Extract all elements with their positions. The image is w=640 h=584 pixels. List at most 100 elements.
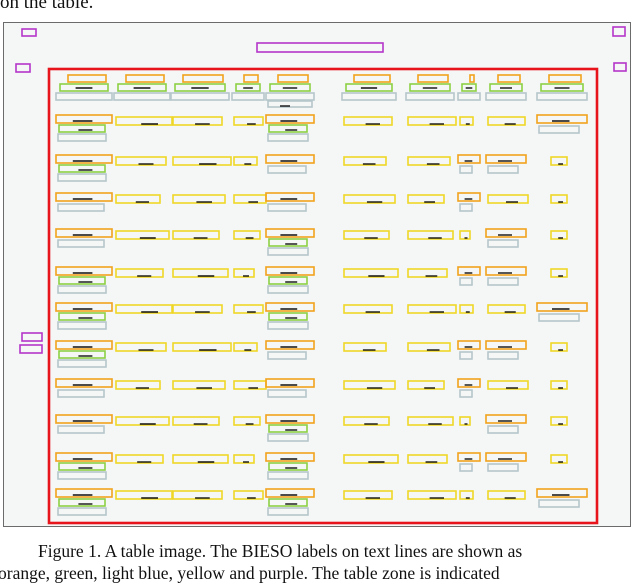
label-box-s [172, 268, 229, 278]
label-box-e [267, 285, 309, 294]
label-box-e [405, 92, 455, 101]
label-box-b [265, 192, 315, 202]
label-box-s [459, 416, 471, 426]
label-box-b [265, 414, 315, 424]
label-box-s [233, 342, 258, 352]
label-box-b [417, 74, 449, 83]
table-image [15, 26, 627, 525]
label-box-s [172, 116, 223, 126]
label-box-b [55, 266, 113, 276]
label-box-e [487, 277, 519, 286]
label-box-s [343, 194, 396, 204]
label-box-b [55, 488, 113, 498]
label-box-s [233, 490, 264, 500]
label-box-i [269, 83, 311, 92]
label-box-s [407, 268, 448, 278]
label-box-s [172, 380, 226, 390]
label-box-s [459, 490, 474, 500]
label-box-e [57, 507, 107, 516]
label-box-e [538, 125, 580, 134]
label-box-b [265, 488, 315, 498]
label-box-i [59, 83, 109, 92]
label-box-b [457, 192, 481, 202]
label-box-s [343, 490, 393, 500]
label-box-s [407, 454, 448, 464]
label-box-o [612, 26, 626, 37]
label-box-i [268, 312, 308, 321]
label-box-s [550, 454, 568, 464]
label-box-s [459, 230, 471, 240]
label-box-i [117, 83, 167, 92]
label-box-e [487, 351, 519, 360]
label-box-s [550, 268, 568, 278]
label-box-b [265, 228, 315, 238]
label-box-b [485, 266, 527, 276]
label-box-s [407, 156, 451, 166]
label-box-s [115, 194, 161, 204]
label-box-b [353, 74, 391, 83]
label-box-o [21, 28, 37, 37]
label-box-s [233, 156, 258, 166]
label-box-s [343, 116, 393, 126]
label-box-s [343, 268, 399, 278]
label-box-i [268, 238, 308, 247]
label-box-e [459, 203, 473, 212]
label-box-e [57, 389, 105, 398]
label-box-e [267, 203, 307, 212]
label-box-o [15, 63, 31, 73]
label-box-s [487, 194, 529, 204]
label-box-s [172, 342, 232, 352]
label-box-e [457, 92, 481, 101]
figure-caption-line-2: orange, green, light blue, yellow and pu… [0, 563, 500, 583]
label-box-e [267, 389, 307, 398]
label-box-b [55, 302, 113, 312]
table-image-figure [3, 22, 631, 527]
label-box-i [540, 83, 584, 92]
label-box-e [57, 471, 107, 480]
label-box-b [457, 266, 481, 276]
label-box-i [58, 276, 106, 285]
label-box-b [55, 114, 113, 124]
label-box-o [256, 42, 384, 53]
label-box-b [55, 192, 113, 202]
label-box-b [265, 154, 315, 164]
label-box-b [55, 228, 113, 238]
label-box-b [457, 154, 481, 164]
label-box-e [55, 92, 113, 101]
label-box-i [58, 498, 106, 507]
label-box-i [268, 462, 308, 471]
label-box-s [407, 490, 457, 500]
label-box-e [459, 165, 473, 174]
label-box-i [58, 164, 106, 173]
label-box-e [57, 133, 107, 142]
label-box-e [487, 463, 519, 472]
label-box-s [343, 342, 387, 352]
label-box-s [172, 490, 223, 500]
label-box-b [265, 266, 315, 276]
label-box-e [57, 425, 105, 434]
label-box-i [268, 124, 308, 133]
label-box-i [235, 83, 261, 92]
table-zone-box [47, 67, 599, 525]
label-box-b [55, 452, 113, 462]
label-box-s [343, 304, 393, 314]
label-box-s [343, 230, 390, 240]
label-box-e [57, 239, 105, 248]
label-box-e [267, 100, 313, 108]
label-box-s [487, 380, 529, 390]
label-box-o [19, 344, 43, 354]
label-box-s [407, 230, 454, 240]
label-box-s [172, 230, 220, 240]
label-box-e [113, 92, 171, 101]
label-box-s [172, 416, 220, 426]
label-box-i [461, 83, 477, 92]
label-box-s [233, 116, 264, 126]
label-box-e [57, 359, 107, 368]
label-box-b [485, 340, 527, 350]
label-box-e [57, 321, 107, 330]
previous-text-line: on the table. [0, 0, 94, 13]
label-box-s [550, 156, 568, 166]
label-box-s [115, 342, 167, 352]
label-box-b [265, 302, 315, 312]
label-box-s [487, 304, 526, 314]
